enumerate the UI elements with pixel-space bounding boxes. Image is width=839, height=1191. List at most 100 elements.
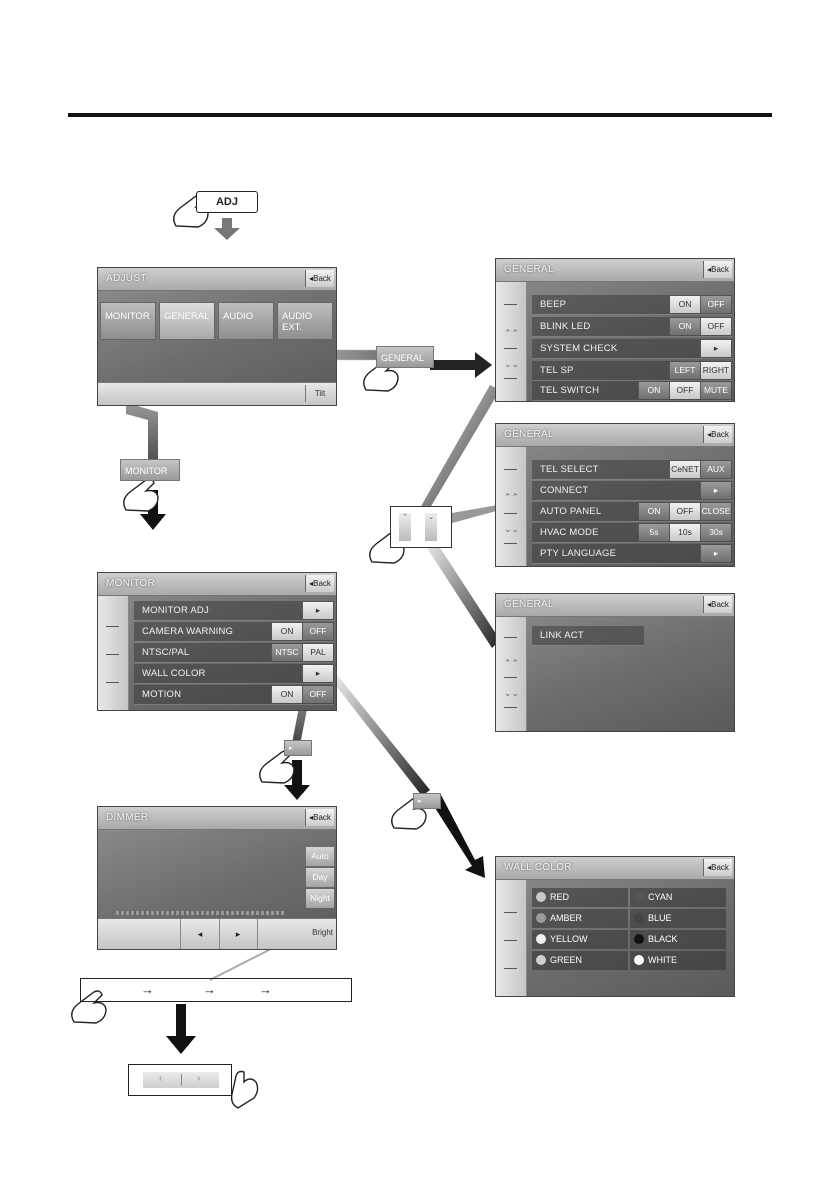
color-cyan[interactable]: CYAN	[630, 888, 726, 907]
back-label: Back	[711, 600, 729, 609]
chevron-right-icon[interactable]: ▸	[302, 602, 333, 619]
flow-down-arrow	[166, 1004, 196, 1054]
opt-aux[interactable]: AUX	[700, 461, 731, 478]
general3-back-button[interactable]: ◂Back	[703, 596, 732, 613]
general3-scrollbar[interactable]: ⌃⌃ ⌄⌄	[496, 617, 527, 731]
chevron-right-icon[interactable]: ▸	[219, 919, 258, 949]
auto-button[interactable]: Auto	[306, 847, 334, 866]
chevron-left-icon[interactable]: ‹	[159, 1073, 163, 1084]
row-link-act[interactable]: LINK ACT	[532, 626, 644, 646]
row-tel-sp[interactable]: TEL SP LEFT RIGHT	[532, 361, 732, 381]
adj-button[interactable]: ADJ	[196, 191, 258, 213]
opt-cenet[interactable]: CeNET	[669, 461, 700, 478]
row-auto-panel[interactable]: AUTO PANEL ON OFF CLOSE	[532, 502, 732, 522]
scroll-tick	[106, 626, 119, 627]
tab-general[interactable]: GENERAL	[159, 302, 215, 340]
opt-ntsc[interactable]: NTSC	[271, 644, 302, 661]
scroll-up-icon[interactable]: ⌃⌃	[504, 328, 520, 338]
opt-pal[interactable]: PAL	[302, 644, 333, 661]
row-beep[interactable]: BEEP ON OFF	[532, 295, 732, 315]
monitor-scrollbar[interactable]	[98, 596, 129, 710]
row-camera-warning[interactable]: CAMERA WARNING ON OFF	[134, 622, 334, 642]
monitor-arrow	[140, 490, 166, 530]
dimmer-back-button[interactable]: ◂Back	[305, 809, 334, 826]
row-monitor-adj[interactable]: MONITOR ADJ ▸	[134, 601, 334, 621]
adjust-back-button[interactable]: ◂Back	[305, 270, 334, 287]
row-label: NTSC/PAL	[142, 647, 190, 658]
opt-5s[interactable]: 5s	[638, 524, 669, 541]
color-green[interactable]: GREEN	[532, 951, 628, 970]
tab-audio[interactable]: AUDIO	[218, 302, 274, 340]
opt-off[interactable]: OFF	[700, 296, 731, 313]
fan-mid	[440, 505, 500, 525]
opt-off[interactable]: OFF	[700, 318, 731, 335]
general1-scrollbar[interactable]: ⌃⌃ ⌄⌄	[496, 282, 527, 401]
color-white[interactable]: WHITE	[630, 951, 726, 970]
row-hvac-mode[interactable]: HVAC MODE 5s 10s 30s	[532, 523, 732, 543]
color-blue[interactable]: BLUE	[630, 909, 726, 928]
chevron-right-icon[interactable]: ▸	[302, 665, 333, 682]
scroll-up-icon[interactable]: ⌃	[399, 513, 411, 541]
monitor-back-button[interactable]: ◂Back	[305, 575, 334, 592]
tab-audio-ext[interactable]: AUDIO EXT.	[277, 302, 333, 340]
row-connect[interactable]: CONNECT ▸	[532, 481, 732, 501]
row-motion[interactable]: MOTION ON OFF	[134, 685, 334, 705]
opt-on[interactable]: ON	[271, 623, 302, 640]
opt-off[interactable]: OFF	[302, 623, 333, 640]
scroll-down-icon[interactable]: ⌄⌄	[504, 688, 520, 698]
chevron-right-icon[interactable]: ▸	[700, 340, 731, 357]
opt-close[interactable]: CLOSE	[700, 503, 731, 520]
row-wall-color[interactable]: WALL COLOR ▸	[134, 664, 334, 684]
adjust-titlebar: ADJUST ◂Back	[98, 268, 336, 291]
scroll-down-icon[interactable]: ⌄	[425, 513, 437, 541]
wallcolor-scrollbar[interactable]	[496, 880, 527, 996]
row-pty-language[interactable]: PTY LANGUAGE ▸	[532, 544, 732, 564]
row-system-check[interactable]: SYSTEM CHECK ▸	[532, 339, 732, 359]
general2-back-button[interactable]: ◂Back	[703, 426, 732, 443]
row-ntsc-pal[interactable]: NTSC/PAL NTSC PAL	[134, 643, 334, 663]
general1-back-button[interactable]: ◂Back	[703, 261, 732, 278]
tilt-button[interactable]: Tilt	[305, 385, 334, 402]
opt-mute[interactable]: MUTE	[700, 382, 731, 399]
row-label: MOTION	[142, 689, 182, 700]
opt-off[interactable]: OFF	[669, 382, 700, 399]
scroll-up-icon[interactable]: ⌃⌃	[504, 658, 520, 668]
color-red[interactable]: RED	[532, 888, 628, 907]
scroll-up-icon[interactable]: ⌃⌃	[504, 492, 520, 502]
opt-on[interactable]: ON	[669, 296, 700, 313]
scroll-down-icon[interactable]: ⌄⌄	[504, 359, 520, 369]
chevron-right-icon[interactable]: ›	[197, 1073, 201, 1084]
row-tel-select[interactable]: TEL SELECT CeNET AUX	[532, 460, 732, 480]
opt-on[interactable]: ON	[669, 318, 700, 335]
general1-title: GENERAL	[504, 264, 554, 275]
opt-right[interactable]: RIGHT	[700, 362, 731, 379]
flow-arrow: →	[259, 982, 272, 997]
opt-on[interactable]: ON	[638, 503, 669, 520]
row-blink-led[interactable]: BLINK LED ON OFF	[532, 317, 732, 337]
color-yellow[interactable]: YELLOW	[532, 930, 628, 949]
scroll-down-icon[interactable]: ⌄⌄	[504, 524, 520, 534]
chevron-right-icon[interactable]: ▸	[700, 482, 731, 499]
chevron-right-icon[interactable]: ▸	[700, 545, 731, 562]
opt-10s[interactable]: 10s	[669, 524, 700, 541]
color-black[interactable]: BLACK	[630, 930, 726, 949]
opt-off[interactable]: OFF	[669, 503, 700, 520]
scroll-tick	[504, 968, 517, 969]
tab-monitor[interactable]: MONITOR	[100, 302, 156, 340]
row-tel-switch[interactable]: TEL SWITCH ON OFF MUTE	[532, 381, 732, 401]
row-label: TEL SELECT	[540, 464, 599, 475]
general2-scrollbar[interactable]: ⌃⌃ ⌄⌄	[496, 447, 527, 566]
scroll-tick	[504, 304, 517, 305]
day-button[interactable]: Day	[306, 868, 334, 887]
general3-title: GENERAL	[504, 599, 554, 610]
opt-on[interactable]: ON	[271, 686, 302, 703]
opt-30s[interactable]: 30s	[700, 524, 731, 541]
opt-left[interactable]: LEFT	[669, 362, 700, 379]
color-amber[interactable]: AMBER	[532, 909, 628, 928]
night-button[interactable]: Night	[306, 889, 334, 908]
bright-label: Bright	[312, 928, 333, 937]
chevron-left-icon[interactable]: ◂	[180, 919, 220, 949]
opt-off[interactable]: OFF	[302, 686, 333, 703]
opt-on[interactable]: ON	[638, 382, 669, 399]
wallcolor-back-button[interactable]: ◂Back	[703, 859, 732, 876]
